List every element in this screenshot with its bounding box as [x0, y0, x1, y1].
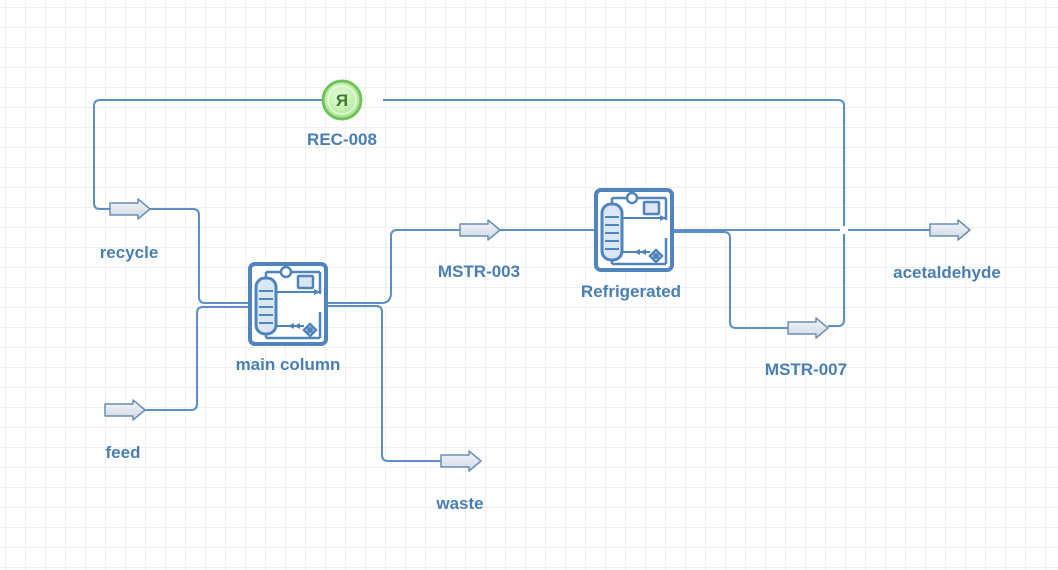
- stream-arrow-mstr-007[interactable]: [787, 317, 829, 339]
- recycle-symbol: R: [336, 91, 348, 110]
- stream-line-feed-to-column[interactable]: [145, 306, 250, 411]
- stream-arrow-mstr-003[interactable]: [459, 219, 501, 241]
- stream-label-feed[interactable]: feed: [105, 443, 141, 462]
- unit-label-refrigerated[interactable]: Refrigerated: [580, 282, 682, 301]
- unit-main-column[interactable]: [248, 262, 328, 346]
- recycle-block-rec-008[interactable]: R: [321, 79, 363, 121]
- stream-label-waste[interactable]: waste: [436, 494, 484, 513]
- stream-arrow-feed[interactable]: [104, 399, 146, 421]
- unit-label-main-column[interactable]: main column: [235, 355, 341, 374]
- distillation-column-icon: [248, 262, 328, 346]
- stream-line-recycle-return[interactable]: [93, 99, 322, 210]
- line-crossing-gap: [840, 226, 849, 234]
- stream-label-recycle[interactable]: recycle: [99, 243, 159, 262]
- stream-arrow-waste[interactable]: [440, 450, 482, 472]
- stream-line-refrigerated-to-mstr007[interactable]: [672, 231, 788, 329]
- stream-arrow-recycle[interactable]: [109, 198, 151, 220]
- recycle-block-ring: [327, 85, 357, 115]
- stream-label-mstr-007[interactable]: MSTR-007: [764, 360, 848, 379]
- stream-line-column-to-waste[interactable]: [326, 305, 441, 462]
- stream-line-recycle-loop[interactable]: [383, 99, 845, 327]
- distillation-column-icon: [594, 188, 674, 272]
- stream-line-recycle-to-column[interactable]: [150, 208, 250, 304]
- stream-arrow-acetaldehyde[interactable]: [929, 219, 971, 241]
- stream-label-mstr-003[interactable]: MSTR-003: [437, 262, 521, 281]
- stream-label-acetaldehyde[interactable]: acetaldehyde: [893, 263, 1001, 282]
- recycle-label[interactable]: REC-008: [307, 130, 377, 149]
- unit-refrigerated[interactable]: [594, 188, 674, 272]
- stream-line-column-to-mstr003[interactable]: [326, 229, 460, 304]
